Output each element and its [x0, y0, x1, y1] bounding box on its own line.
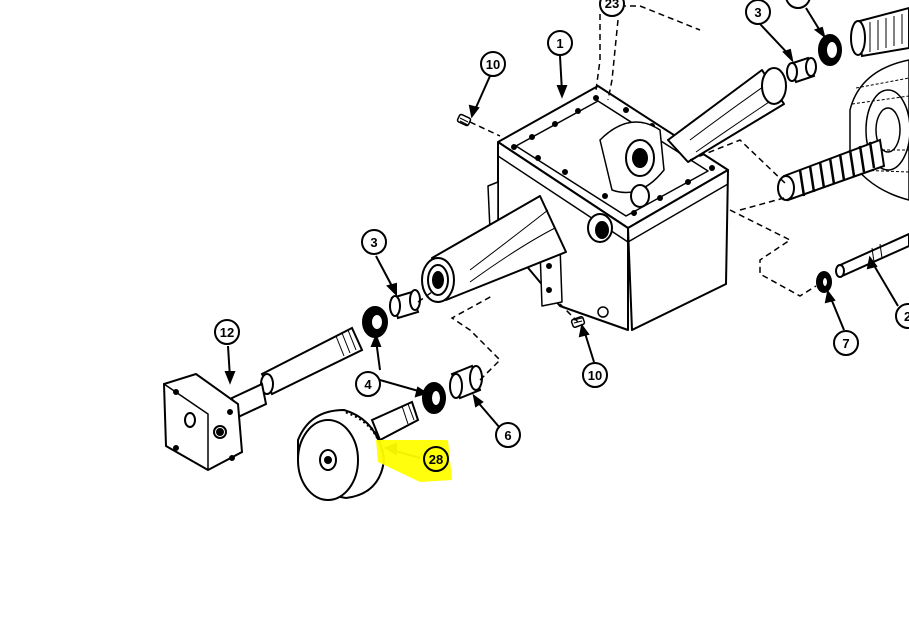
callout-23-top[interactable]: 23: [599, 0, 625, 17]
bushing-part-3-right: [787, 58, 816, 82]
splined-shaft-right-middle: [778, 140, 884, 200]
callout-6[interactable]: 6: [495, 422, 521, 448]
oil-seal-right: [819, 35, 841, 65]
bushing-part-6: [450, 366, 482, 398]
callout-1[interactable]: 1: [547, 30, 573, 56]
callout-3-top[interactable]: 3: [745, 0, 771, 25]
differential-hub-right: [850, 60, 909, 200]
callout-3-left[interactable]: 3: [361, 229, 387, 255]
callout-10-upper[interactable]: 10: [480, 51, 506, 77]
callout-12[interactable]: 12: [214, 319, 240, 345]
callout-label: 28: [429, 452, 443, 467]
callout-4[interactable]: 4: [355, 371, 381, 397]
axle-shaft-left: [261, 328, 362, 394]
callout-10-lower[interactable]: 10: [582, 362, 608, 388]
callout-label: 3: [370, 235, 377, 250]
callout-28[interactable]: 28: [423, 446, 449, 472]
housing-part-1: [488, 86, 728, 330]
bushing-part-3-left: [390, 290, 420, 318]
callout-partial-top-right: [785, 0, 811, 9]
stud-part-10-upper: [457, 114, 471, 126]
oil-seal-part-4-upper: [363, 307, 387, 337]
callout-label: 12: [220, 325, 234, 340]
callout-23-right[interactable]: 23: [895, 303, 909, 329]
callout-label: 10: [486, 57, 500, 72]
callout-label: 3: [754, 5, 761, 20]
splined-shaft-top-right: [851, 8, 909, 56]
right-axle-housing-tube: [668, 68, 786, 162]
callout-label: 10: [588, 368, 602, 383]
brake-drum-part-28: [298, 402, 418, 500]
left-axle-housing-tube: [422, 196, 566, 302]
callout-label: 23: [605, 0, 619, 11]
callout-7[interactable]: 7: [833, 330, 859, 356]
callout-label: 1: [556, 36, 563, 51]
assembly-dashed-lines: [418, 6, 816, 380]
callout-label: 6: [504, 428, 511, 443]
flange-shaft-part-12: [164, 374, 266, 470]
washer-part-7: [817, 272, 831, 292]
oil-seal-part-4-lower: [423, 383, 445, 413]
callout-label: 4: [364, 377, 372, 392]
callout-label: 7: [842, 336, 849, 351]
callout-label: 23: [904, 309, 909, 324]
axle-shaft-part-23: [836, 234, 909, 277]
